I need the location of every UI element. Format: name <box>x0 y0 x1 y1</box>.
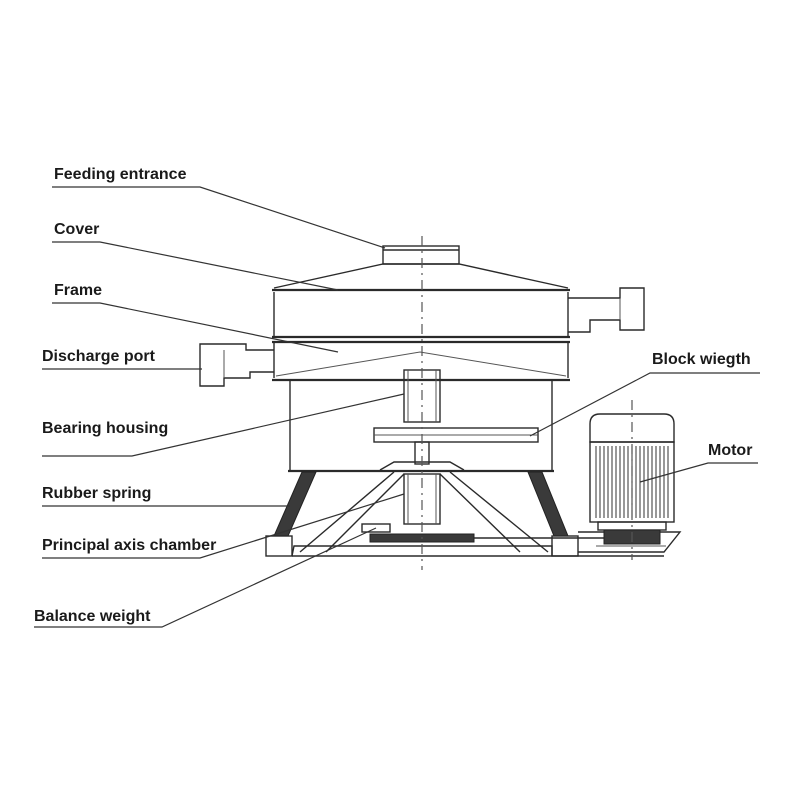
label-balance-weight: Balance weight <box>34 608 151 625</box>
leader-balance-weight <box>34 527 377 628</box>
balance-weight-part <box>361 523 606 543</box>
leader-bearing-housing <box>42 393 405 457</box>
leader-feeding-entrance <box>52 186 386 249</box>
leader-principal-axis-chamber <box>42 493 405 559</box>
rubber-spring-part <box>273 471 569 537</box>
leader-block-weight <box>529 372 760 437</box>
label-principal-axis-chamber: Principal axis chamber <box>42 537 217 554</box>
block-weight-part <box>373 427 539 443</box>
feeding-entrance-part <box>382 245 460 265</box>
leader-cover <box>52 241 339 291</box>
label-bearing-housing: Bearing housing <box>42 420 169 437</box>
leader-frame <box>52 302 339 353</box>
label-rubber-spring: Rubber spring <box>42 485 152 502</box>
leader-lines <box>34 186 760 628</box>
cover-part <box>272 263 570 292</box>
label-cover: Cover <box>54 221 100 238</box>
label-discharge-port: Discharge port <box>42 348 155 365</box>
upper-outlet-part <box>568 287 645 333</box>
label-motor: Motor <box>708 442 753 459</box>
leader-motor <box>639 462 758 483</box>
label-block-weight: Block wiegth <box>652 351 751 368</box>
body-housing-part <box>288 380 554 473</box>
motor-part <box>589 413 675 547</box>
discharge-port-part <box>199 343 274 387</box>
label-frame: Frame <box>54 282 103 299</box>
frame-part <box>272 292 570 382</box>
label-feeding-entrance: Feeding entrance <box>54 166 187 183</box>
